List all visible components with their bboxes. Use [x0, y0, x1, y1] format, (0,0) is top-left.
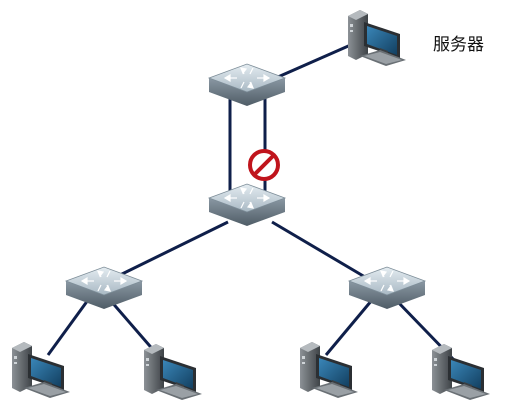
blocked-port-icon [248, 149, 280, 181]
link-access-right-to-pc-3 [324, 299, 374, 356]
link-distribution-to-access-right [271, 220, 366, 279]
links [46, 38, 456, 362]
pc-1-icon [12, 342, 70, 398]
core-switch-icon [208, 63, 286, 107]
link-distribution-to-access-left [119, 220, 229, 277]
link-access-left-to-pc-1 [46, 299, 90, 356]
server-computer-icon [348, 10, 406, 66]
access-switch-left-icon [65, 266, 143, 310]
distribution-switch-icon [208, 183, 286, 227]
pc-4-icon [432, 344, 490, 400]
server-label: 服务器 [433, 35, 484, 55]
pc-2-icon [144, 344, 202, 400]
